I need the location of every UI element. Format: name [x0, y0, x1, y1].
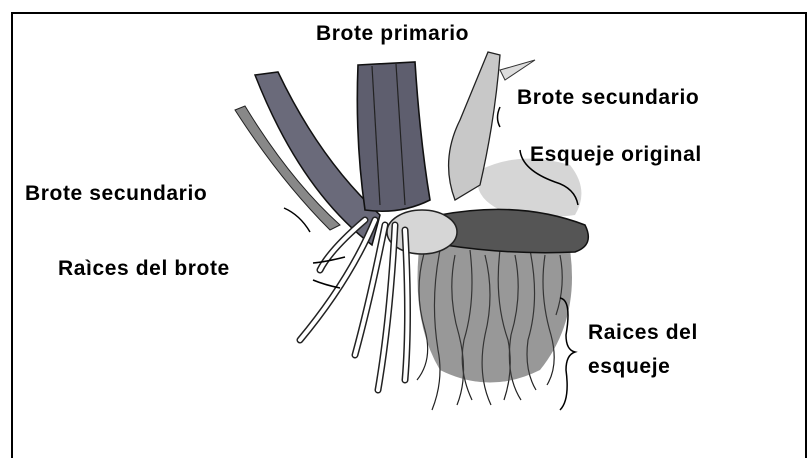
label-raices-brote: Raìces del brote	[58, 257, 230, 281]
label-raices-esqueje-line2: esqueje	[588, 355, 670, 379]
shoot-roots	[300, 220, 408, 390]
label-brote-secundario-left: Brote secundario	[25, 182, 207, 206]
label-brote-primario: Brote primario	[316, 22, 469, 46]
primary-shoot	[357, 62, 430, 211]
label-raices-esqueje-line1: Raices del	[588, 321, 698, 345]
esqueje-root-mass	[418, 237, 573, 383]
label-brote-secundario-right: Brote secundario	[517, 86, 699, 110]
label-esqueje-original: Esqueje original	[530, 143, 702, 167]
